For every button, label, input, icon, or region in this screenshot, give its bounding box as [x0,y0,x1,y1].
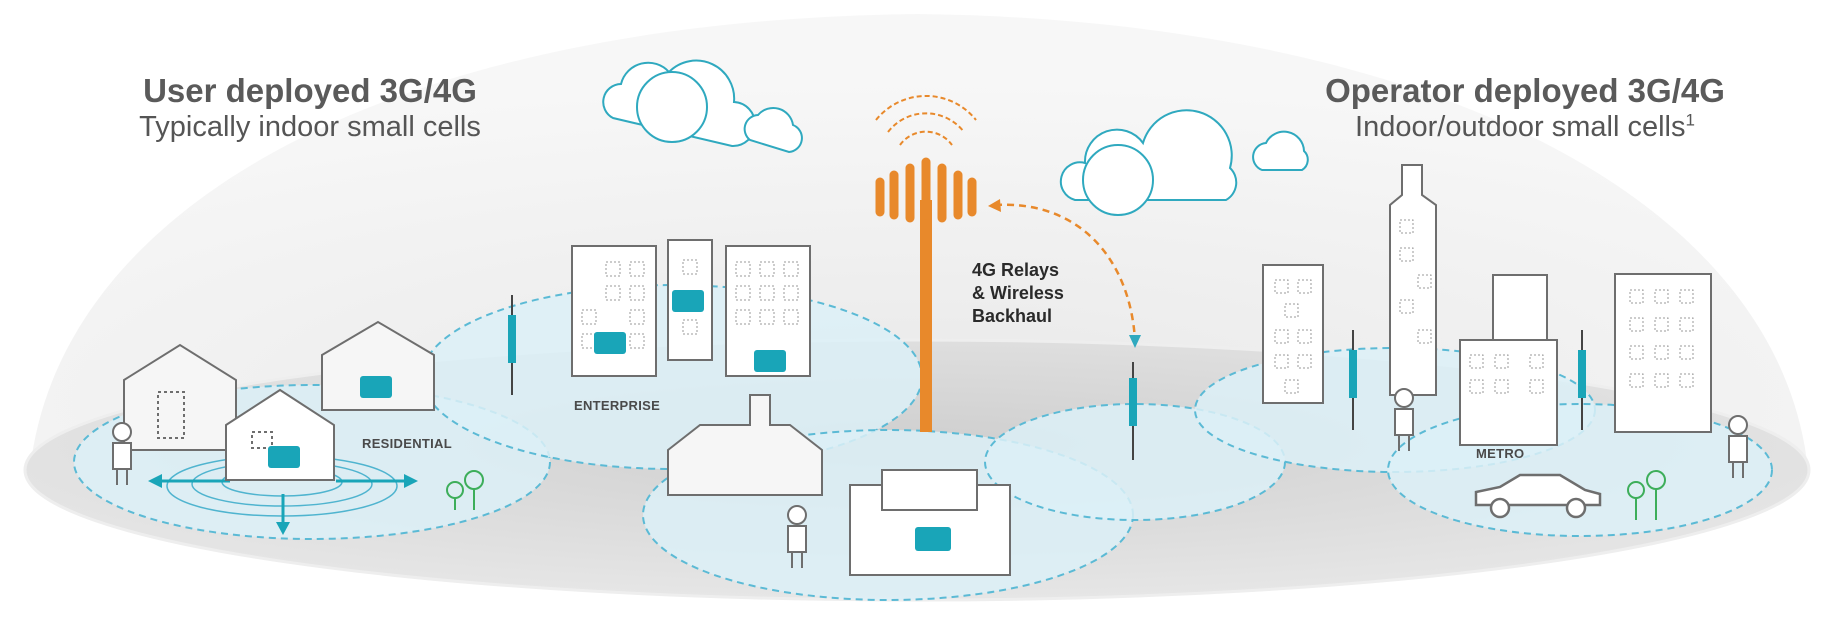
cloud-icon [602,59,803,154]
metro-label: METRO [1476,446,1525,461]
residential-buildings [123,320,435,481]
residential-small-cells [268,376,392,468]
pole-antenna-icon [1578,330,1586,430]
enterprise-small-cells [594,290,786,372]
house-icon [667,394,823,496]
enterprise-buildings [571,239,811,377]
office-building-icon [571,245,657,377]
pole-antenna-icon [1349,330,1357,430]
footnote-mark: 1 [1685,110,1695,130]
user-deployed-heading: User deployed 3G/4G Typically indoor sma… [110,72,510,144]
relay-label-line: & Wireless [972,283,1064,303]
enterprise-label: ENTERPRISE [574,398,661,413]
person-icon [1728,415,1748,478]
clouds [602,59,1309,216]
user-deployed-title: User deployed 3G/4G [143,72,477,109]
person-icon [112,422,132,485]
relay-link [994,203,1137,341]
relay-label-line: Backhaul [972,306,1053,326]
pole-antenna-icon [1129,362,1137,460]
relay-label-line: 4G Relays [972,260,1060,280]
small-cell-icon [672,290,704,312]
cell-tower-icon [875,94,977,432]
operator-deployed-heading: Operator deployed 3G/4G Indoor/outdoor s… [1305,72,1745,144]
relay-arrowhead-bottom [1129,335,1141,348]
person-icon [787,505,807,568]
flower-icon [446,470,484,510]
relay-backhaul-label: 4G Relays & Wireless Backhaul [972,259,1112,328]
small-cell-icon [360,376,392,398]
pole-antenna-icon [508,295,516,395]
skyscraper-icon [1389,164,1437,396]
relay-arrowhead-top [988,199,1001,212]
operator-deployed-title: Operator deployed 3G/4G [1325,72,1725,109]
office-building-icon [1262,264,1324,404]
small-cell-icon [268,446,300,468]
operator-deployed-subtitle-text: Indoor/outdoor small cells [1355,111,1686,143]
operator-deployed-subtitle: Indoor/outdoor small cells1 [1305,110,1745,144]
small-cell-icon [754,350,786,372]
cloud-icon [1059,109,1309,216]
person-icon [1394,388,1414,451]
small-cell-icon [594,332,626,354]
people [112,388,1748,568]
metro-buildings [1262,164,1712,446]
user-deployed-subtitle: Typically indoor small cells [139,111,481,143]
center-buildings [667,394,1011,576]
house-icon [321,320,435,411]
small-cell-icon [915,527,951,551]
car-icon [1474,473,1602,519]
residential-label: RESIDENTIAL [362,436,452,451]
office-building-icon [1614,273,1712,433]
metro-windows [1274,219,1694,394]
house-icon [225,388,335,481]
flowers [446,470,1666,520]
signal-arrows [148,474,418,535]
flower-icon [1627,470,1666,520]
